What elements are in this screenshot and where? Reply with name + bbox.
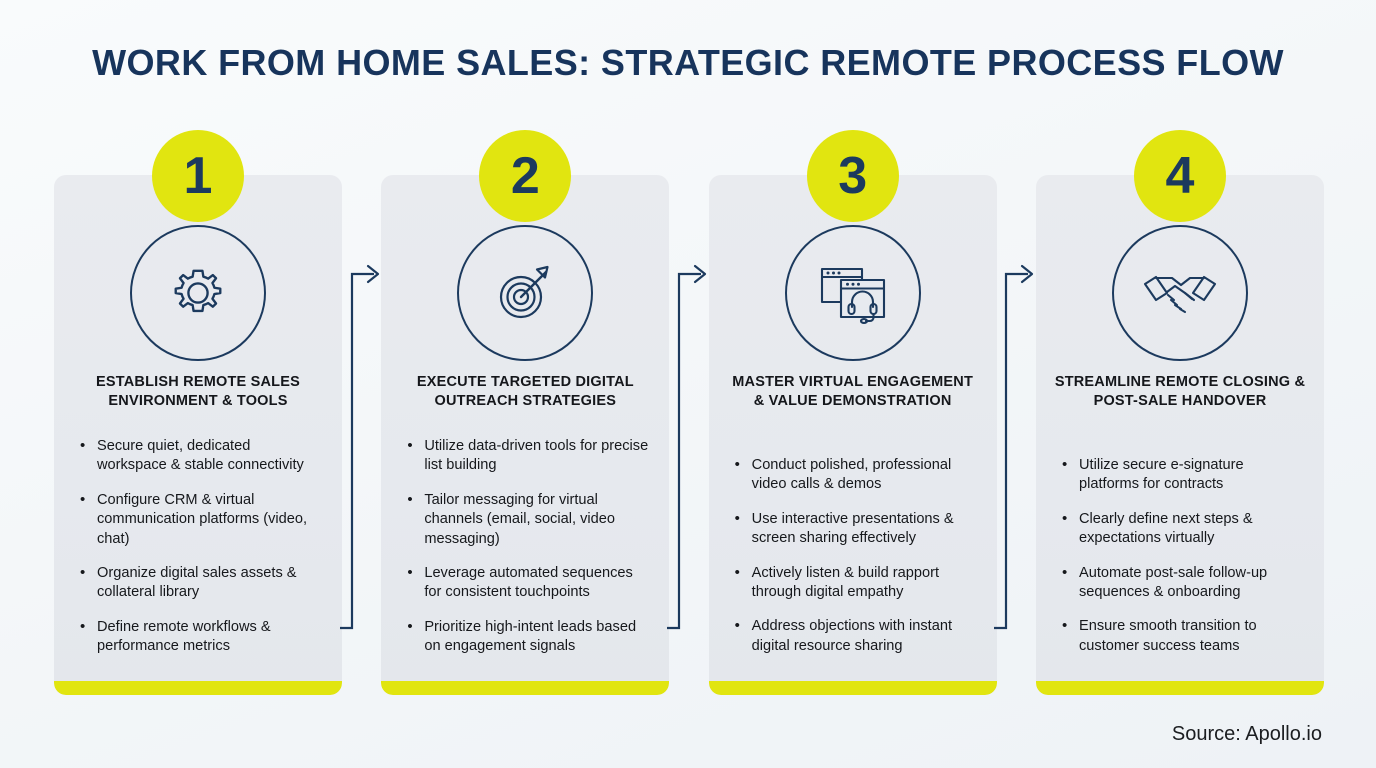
list-item: Clearly define next steps & expectations… [1062, 509, 1306, 549]
step-number-badge-1: 1 [152, 130, 244, 222]
step-number-badge-3: 3 [806, 130, 899, 222]
step-card-4-accent-bar [1035, 681, 1324, 695]
list-item: Secure quiet, dedicated workspace & stab… [80, 436, 324, 476]
list-item: Prioritize high-intent leads based on en… [407, 617, 651, 657]
list-item: Tailor messaging for virtual channels (e… [407, 490, 651, 549]
list-item: Use interactive presentations & screen s… [735, 509, 979, 549]
step-card-1-body: ESTABLISH REMOTE SALES ENVIRONMENT & TOO… [54, 175, 342, 695]
step-number-1: 1 [183, 147, 213, 205]
step-card-2[interactable]: EXECUTE TARGETED DIGITAL OUTREACH STRATE… [381, 130, 670, 695]
step-card-4-body: STREAMLINE REMOTE CLOSING & POST-SALE HA… [1035, 175, 1324, 695]
step-card-1-accent-bar [54, 681, 342, 695]
gear-icon [130, 225, 266, 361]
list-item: Configure CRM & virtual communication pl… [80, 490, 324, 549]
list-item: Actively listen & build rapport through … [735, 563, 979, 603]
step-card-2-accent-bar [381, 681, 670, 695]
list-item: Conduct polished, professional video cal… [735, 455, 979, 495]
step-number-4: 4 [1165, 147, 1195, 205]
step-card-1-bullets: Secure quiet, dedicated workspace & stab… [80, 436, 324, 657]
list-item: Define remote workflows & performance me… [80, 617, 324, 657]
page-title: WORK FROM HOME SALES: STRATEGIC REMOTE P… [92, 42, 1284, 83]
list-item: Address objections with instant digital … [735, 616, 979, 656]
step-card-4-bullets: Utilize secure e-signature platforms for… [1062, 455, 1306, 656]
step-card-4[interactable]: STREAMLINE REMOTE CLOSING & POST-SALE HA… [1035, 130, 1324, 695]
step-card-1[interactable]: ESTABLISH REMOTE SALES ENVIRONMENT & TOO… [54, 130, 342, 695]
step-card-3-accent-bar [708, 681, 997, 695]
source-attribution: Source: Apollo.io [1171, 723, 1322, 745]
step-card-2-heading: EXECUTE TARGETED DIGITAL OUTREACH STRATE… [416, 374, 634, 410]
step-card-2-bullets: Utilize data-driven tools for precise li… [407, 436, 651, 657]
step-card-1-heading: ESTABLISH REMOTE SALES ENVIRONMENT & TOO… [96, 374, 300, 410]
list-item: Utilize secure e-signature platforms for… [1062, 455, 1306, 495]
step-number-badge-2: 2 [479, 130, 572, 222]
step-number-3: 3 [838, 147, 868, 205]
steps-container: ESTABLISH REMOTE SALES ENVIRONMENT & TOO… [54, 130, 1324, 695]
step-card-3-heading: MASTER VIRTUAL ENGAGEMENT & VALUE DEMONS… [732, 374, 974, 410]
step-number-badge-4: 4 [1133, 130, 1226, 222]
step-card-2-body: EXECUTE TARGETED DIGITAL OUTREACH STRATE… [381, 175, 670, 695]
step-card-3-body: MASTER VIRTUAL ENGAGEMENT & VALUE DEMONS… [708, 175, 997, 695]
step-card-3-bullets: Conduct polished, professional video cal… [735, 455, 979, 656]
browser-headset-icon [784, 225, 921, 361]
step-card-3[interactable]: MASTER VIRTUAL ENGAGEMENT & VALUE DEMONS… [708, 130, 997, 695]
list-item: Automate post-sale follow-up sequences &… [1062, 563, 1306, 603]
list-item: Leverage automated sequences for consist… [407, 563, 651, 603]
list-item: Ensure smooth transition to customer suc… [1062, 616, 1306, 656]
step-number-2: 2 [510, 147, 540, 205]
list-item: Utilize data-driven tools for precise li… [407, 436, 651, 476]
target-arrow-icon [457, 225, 594, 361]
handshake-icon [1111, 225, 1248, 361]
step-card-4-heading: STREAMLINE REMOTE CLOSING & POST-SALE HA… [1054, 374, 1306, 410]
list-item: Organize digital sales assets & collater… [80, 563, 324, 603]
